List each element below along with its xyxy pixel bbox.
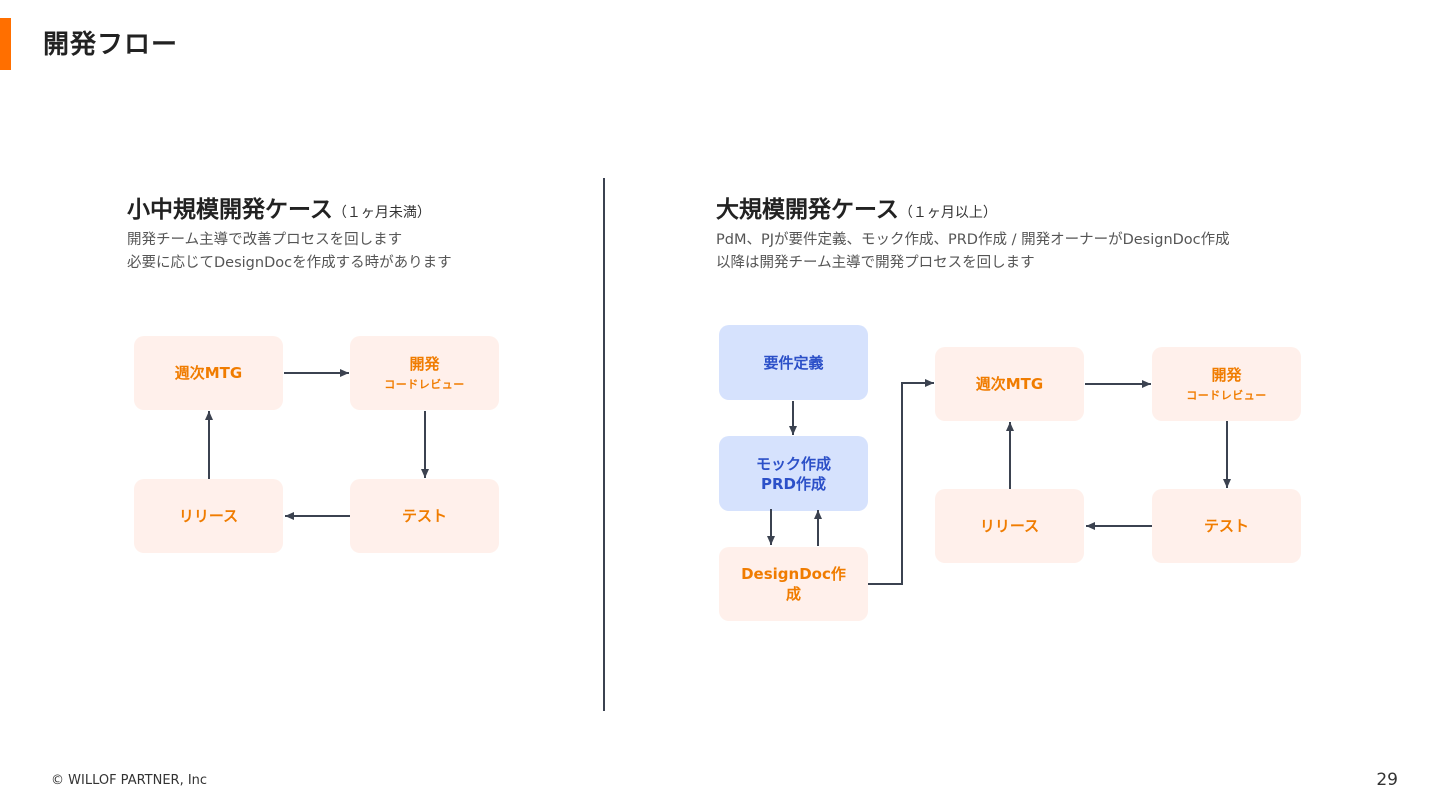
designdoc-label-line2: 成 — [785, 585, 801, 603]
large-case-title: 大規模開発ケース — [716, 197, 899, 223]
section-divider — [603, 178, 605, 711]
large-case-heading: 大規模開発ケース（１ヶ月以上） — [716, 190, 997, 224]
large-test-label: テスト — [1203, 517, 1249, 535]
page-title: 開発フロー — [43, 30, 179, 60]
small-dev-label: 開発 — [409, 355, 440, 373]
mock-prd-node: モック作成 PRD作成 — [719, 436, 868, 511]
large-case-description: PdM、PJが要件定義、モック作成、PRD作成 / 開発オーナーがDesignD… — [716, 229, 1230, 275]
small-test-node: テスト — [350, 479, 499, 553]
page-number: 29 — [1376, 770, 1398, 790]
large-weekly-mtg-label: 週次MTG — [975, 375, 1044, 393]
large-release-label: リリース — [979, 517, 1040, 535]
small-weekly-mtg-node: 週次MTG — [134, 336, 283, 410]
large-dev-label: 開発 — [1211, 366, 1242, 384]
large-case-desc-line1: PdM、PJが要件定義、モック作成、PRD作成 / 開発オーナーがDesignD… — [716, 232, 1230, 248]
small-release-label: リリース — [178, 507, 239, 525]
large-release-node: リリース — [935, 489, 1084, 563]
large-weekly-mtg-node: 週次MTG — [935, 347, 1084, 421]
large-dev-sublabel: コードレビュー — [1186, 389, 1267, 402]
prd-label: PRD作成 — [761, 474, 826, 493]
requirements-node: 要件定義 — [719, 325, 868, 400]
small-release-node: リリース — [134, 479, 283, 553]
large-case-desc-line2: 以降は開発チーム主導で開発プロセスを回します — [716, 255, 1035, 271]
small-weekly-mtg-label: 週次MTG — [174, 364, 243, 382]
large-dev-node: 開発 コードレビュー — [1152, 347, 1301, 421]
small-dev-sublabel: コードレビュー — [384, 378, 465, 391]
small-case-heading: 小中規模開発ケース（１ヶ月未満） — [127, 190, 431, 224]
title-accent-bar — [0, 18, 11, 70]
small-dev-node: 開発 コードレビュー — [350, 336, 499, 410]
mock-label: モック作成 — [755, 454, 831, 473]
small-case-description: 開発チーム主導で改善プロセスを回します 必要に応じてDesignDocを作成する… — [127, 229, 452, 275]
small-case-title: 小中規模開発ケース — [127, 197, 333, 223]
large-case-subtitle: （１ヶ月以上） — [898, 205, 997, 221]
copyright: © WILLOF PARTNER, Inc — [51, 773, 208, 788]
arrow-designdoc-to-weekly — [868, 379, 934, 585]
requirements-label: 要件定義 — [763, 353, 824, 372]
small-test-label: テスト — [401, 507, 447, 525]
large-test-node: テスト — [1152, 489, 1301, 563]
small-case-desc-line2: 必要に応じてDesignDocを作成する時があります — [127, 255, 452, 271]
small-case-desc-line1: 開発チーム主導で改善プロセスを回します — [127, 232, 403, 248]
designdoc-node: DesignDoc作 成 — [719, 547, 868, 621]
small-case-subtitle: （１ヶ月未満） — [332, 205, 431, 221]
designdoc-label-line1: DesignDoc作 — [741, 565, 846, 583]
